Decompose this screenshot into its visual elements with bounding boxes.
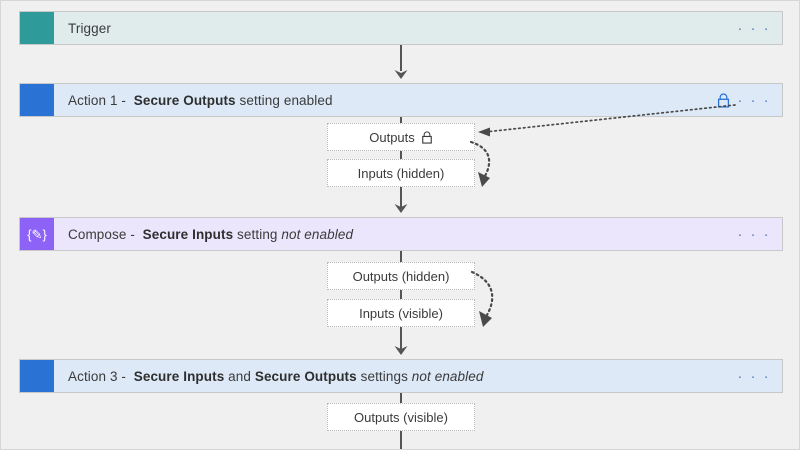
pill-compose-outputs[interactable]: Outputs (hidden) [327, 262, 475, 290]
card-compose-overflow-menu-icon[interactable]: · · · [737, 225, 771, 243]
card-trigger-label: Trigger [54, 12, 734, 44]
connector-line-action1-outputs [400, 117, 402, 124]
pill-compose-inputs[interactable]: Inputs (visible) [327, 299, 475, 327]
action-square-icon [20, 84, 54, 116]
pill-compose-outputs-label: Outputs (hidden) [352, 268, 450, 284]
connector-line-action3-outputs [400, 393, 402, 404]
card-action-3-overflow-menu-icon[interactable]: · · · [737, 367, 771, 385]
card-trigger-label-text: Trigger [68, 20, 111, 36]
connector-line-compose-outputs [400, 251, 402, 263]
lock-icon-small [421, 130, 433, 144]
pill-action1-inputs-label: Inputs (hidden) [357, 165, 445, 181]
card-action-1-label: Action 1 - Secure Outputs setting enable… [54, 84, 712, 116]
connector-line-trigger-action1 [400, 45, 402, 71]
card-trigger[interactable]: Trigger · · · [19, 11, 783, 45]
card-action-1-label-text: Action 1 - Secure Outputs setting enable… [68, 92, 333, 108]
card-compose[interactable]: {✎} Compose - Secure Inputs setting not … [19, 217, 783, 251]
compose-braces-icon: {✎} [20, 218, 54, 250]
card-compose-label-text: Compose - Secure Inputs setting not enab… [68, 226, 354, 242]
connector-arrow-compose-action3 [392, 343, 410, 355]
card-compose-label: Compose - Secure Inputs setting not enab… [54, 218, 734, 250]
connector-line-compose-action3 [400, 327, 402, 349]
action-square-icon [20, 360, 54, 392]
lock-icon[interactable] [712, 84, 734, 116]
card-action-3[interactable]: Action 3 - Secure Inputs and Secure Outp… [19, 359, 783, 393]
connector-line-action1-outputs-inputs [400, 151, 402, 159]
card-action-1[interactable]: Action 1 - Secure Outputs setting enable… [19, 83, 783, 117]
connector-line-action1-compose [400, 187, 402, 207]
connector-line-action3-bottom [400, 431, 402, 449]
pill-action1-outputs[interactable]: Outputs [327, 123, 475, 151]
pill-action1-outputs-label: Outputs [369, 129, 415, 145]
connector-line-compose-outputs-inputs [400, 290, 402, 299]
card-trigger-overflow-menu-icon[interactable]: · · · [737, 19, 771, 37]
card-action-1-overflow-menu-icon[interactable]: · · · [737, 91, 771, 109]
compose-icon-glyph: {✎} [27, 226, 47, 242]
connector-arrow-action1-compose [392, 201, 410, 213]
connector-arrow-trigger-action1 [392, 67, 410, 79]
pill-action1-inputs[interactable]: Inputs (hidden) [327, 159, 475, 187]
pill-action3-outputs-label: Outputs (visible) [354, 409, 448, 425]
trigger-square-icon [20, 12, 54, 44]
card-action-3-label-text: Action 3 - Secure Inputs and Secure Outp… [68, 368, 484, 384]
pill-compose-inputs-label: Inputs (visible) [359, 305, 443, 321]
pill-action3-outputs[interactable]: Outputs (visible) [327, 403, 475, 431]
card-action-3-label: Action 3 - Secure Inputs and Secure Outp… [54, 360, 734, 392]
